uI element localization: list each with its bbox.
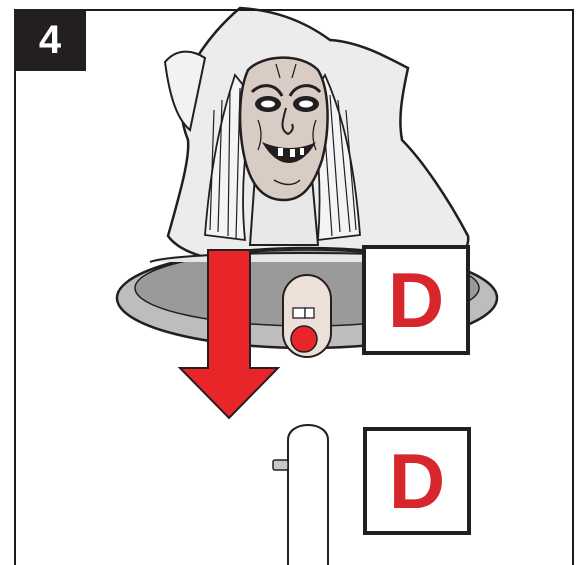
push-button-icon [290, 325, 318, 353]
slide-switch-icon [292, 307, 315, 319]
label-d-tray: D [362, 245, 470, 355]
hood-brim-left [163, 50, 207, 132]
panel-frame [14, 9, 574, 565]
step-number-badge: 4 [14, 9, 86, 71]
down-arrow-icon [177, 249, 281, 420]
witch-mouth [262, 142, 316, 163]
detached-switch-part [272, 424, 329, 565]
label-d-part: D [363, 427, 471, 535]
switch-housing [282, 274, 332, 358]
